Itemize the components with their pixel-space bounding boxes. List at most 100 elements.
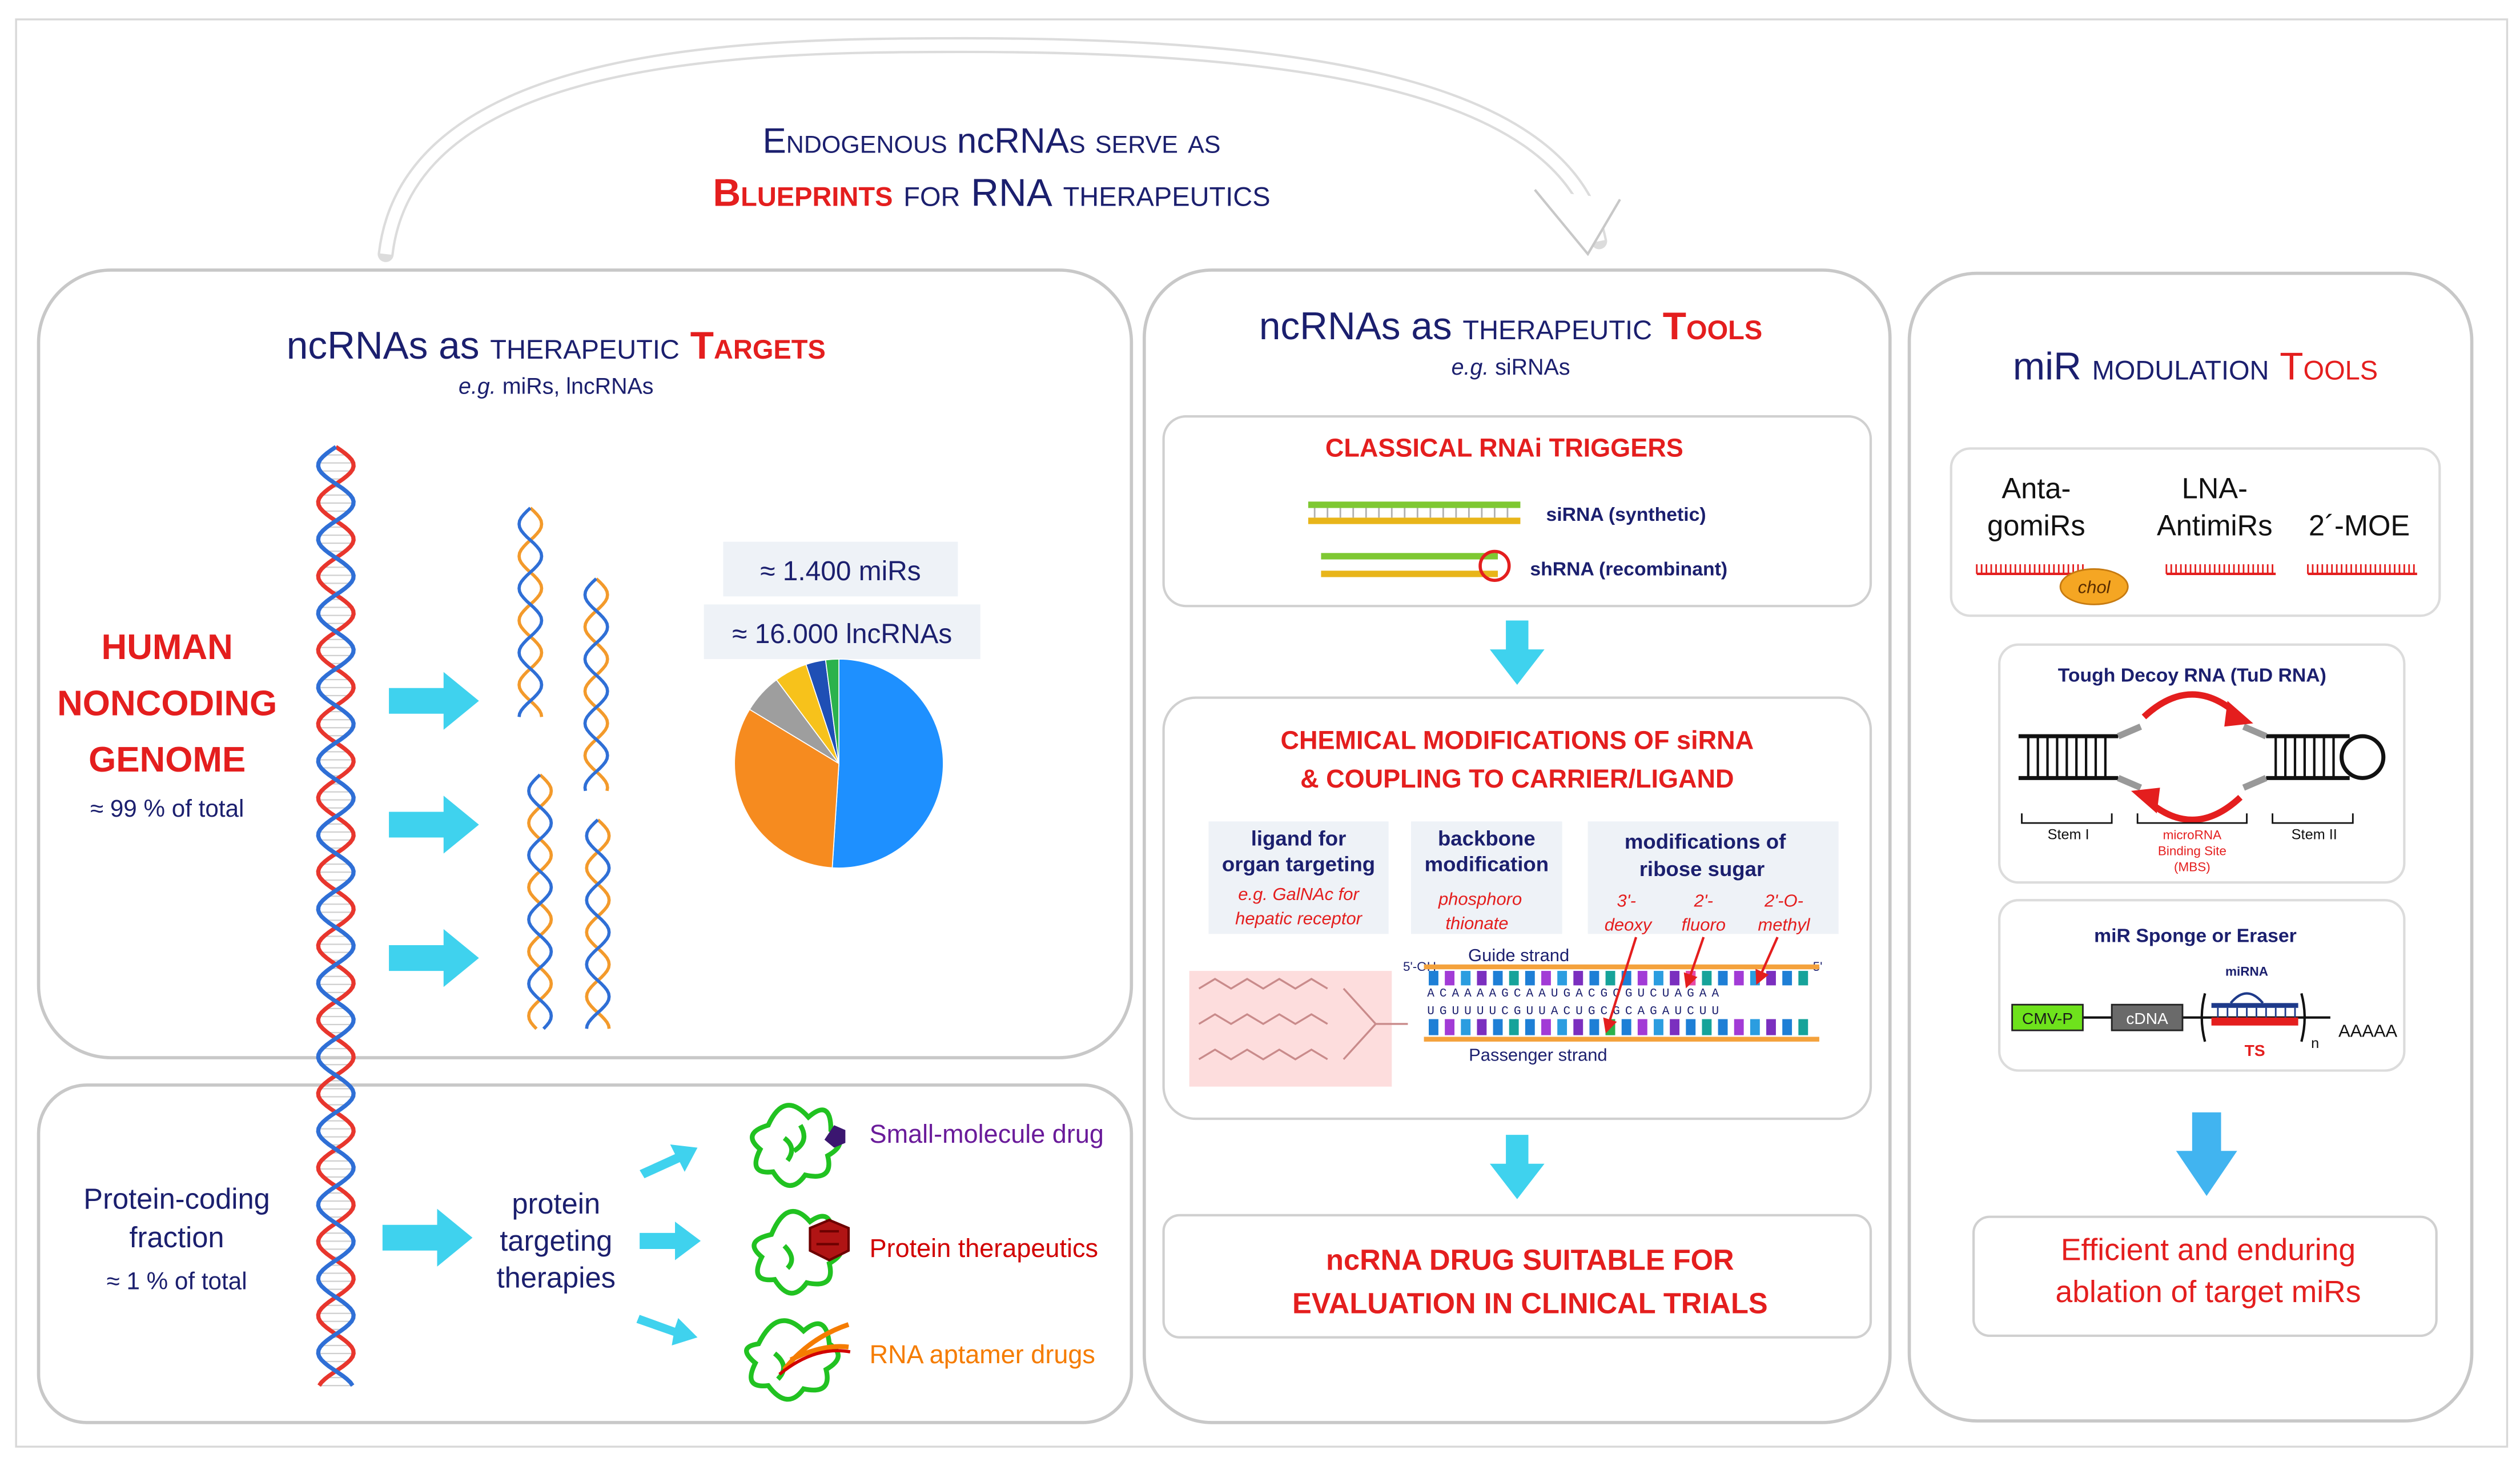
- shrna-label: shRNA (recombinant): [1530, 559, 1727, 580]
- guide-nucleotide-bar: [1718, 971, 1728, 986]
- header-line1-prefix: Endogenous: [763, 122, 957, 161]
- header-blueprints: Blueprints: [713, 171, 893, 214]
- helix-strand-red: [517, 507, 544, 717]
- passenger-strand-label: Passenger strand: [1469, 1045, 1607, 1065]
- svg-text:≈ 16.000 lncRNAs: ≈ 16.000 lncRNAs: [732, 619, 952, 649]
- passenger-nucleotide-bar: [1798, 1019, 1808, 1035]
- pie-slice-5: [825, 658, 839, 764]
- down-arrow-icon: [2176, 1112, 2237, 1196]
- passenger-nucleotide-bar: [1541, 1019, 1551, 1035]
- chem-title-line2: & COUPLING TO CARRIER/LIGAND: [1300, 764, 1734, 793]
- svg-text:fraction: fraction: [130, 1221, 224, 1254]
- passenger-nucleotide-bar: [1525, 1019, 1535, 1035]
- backbone-box: backbone modification phosphoro thionate: [1411, 821, 1562, 934]
- guide-nucleotide-bar: [1637, 971, 1647, 986]
- guide-nucleotide-bar: [1461, 971, 1471, 986]
- guide-nucleotide-bar: [1766, 971, 1776, 986]
- flow-arrow-icon: [382, 1208, 473, 1267]
- stat-mirs: ≈ 1.400 miRs: [723, 541, 958, 597]
- targets-subtitle: e.g. miRs, lncRNAs: [459, 374, 653, 399]
- ncrna-helix-icon: [583, 577, 609, 792]
- outer-frame: [15, 18, 2509, 1448]
- polya-label: AAAAA: [2338, 1021, 2398, 1041]
- mbs-label-line1: microRNA: [2163, 828, 2222, 842]
- svg-text:gomiRs: gomiRs: [1987, 509, 2085, 541]
- svg-text:targeting: targeting: [500, 1224, 612, 1257]
- guide-nucleotide-bar: [1573, 971, 1583, 986]
- branch-arrow-icon: [640, 1144, 698, 1179]
- ncrna-helix-icon: [585, 818, 611, 1029]
- therapies-label: protein targeting therapies: [497, 1187, 616, 1294]
- sirna-label: siRNA (synthetic): [1546, 504, 1706, 525]
- curved-arrow: [377, 37, 1621, 262]
- passenger-nucleotide-bar: [1573, 1019, 1583, 1035]
- svg-text:LNA-: LNA-: [2182, 472, 2248, 505]
- svg-text:chol: chol: [2078, 577, 2111, 597]
- small-molecule-drug-icon: [750, 1103, 846, 1188]
- sirna-duplex-bars: [1429, 971, 1808, 1035]
- sponge-construct-icon: [2011, 992, 2330, 1042]
- svg-text:fluoro: fluoro: [1682, 915, 1726, 935]
- svg-text:Protein-coding: Protein-coding: [83, 1183, 270, 1215]
- passenger-nucleotide-bar: [1493, 1019, 1503, 1035]
- svg-text:organ targeting: organ targeting: [1222, 853, 1375, 876]
- svg-text:3'-: 3'-: [1617, 890, 1635, 910]
- svg-text:backbone: backbone: [1438, 827, 1536, 850]
- guide-nucleotide-bar: [1557, 971, 1568, 986]
- mir-title: miR modulation Tools: [2013, 345, 2378, 388]
- svg-text:≈ 1 % of total: ≈ 1 % of total: [107, 1267, 247, 1294]
- drug2-label: Protein therapeutics: [870, 1234, 1098, 1263]
- svg-text:Blueprints for RNA therapeutic: Blueprints for RNA therapeutics: [713, 171, 1270, 214]
- guide-nucleotide-bar: [1541, 971, 1551, 986]
- cmv-label: CMV-P: [2022, 1010, 2073, 1027]
- svg-text:GENOME: GENOME: [89, 740, 246, 780]
- tools-title: ncRNAs as therapeutic Tools: [1259, 305, 1762, 348]
- drug-line1: ncRNA DRUG SUITABLE FOR: [1326, 1244, 1734, 1276]
- rnai-title: CLASSICAL RNAi TRIGGERS: [1325, 433, 1683, 462]
- shrna-hairpin-icon: [1321, 549, 1511, 582]
- drug3-label: RNA aptamer drugs: [870, 1340, 1095, 1369]
- passenger-nucleotide-bar: [1750, 1019, 1760, 1035]
- down-arrow-icon: [1489, 620, 1545, 685]
- passenger-nucleotide-bar: [1718, 1019, 1728, 1035]
- helix-strand-blue: [517, 507, 544, 717]
- passenger-nucleotide-bar: [1637, 1019, 1647, 1035]
- antimir-strand-icon: [1976, 564, 2417, 576]
- header-line2-mid: for: [893, 171, 971, 214]
- lna-antimir-label: LNA- AntimiRs: [2157, 472, 2273, 542]
- guide-nucleotide-bar: [1670, 971, 1680, 986]
- header-line2-end: therapeutics: [1052, 171, 1271, 214]
- guide-nucleotide-bar: [1798, 971, 1808, 986]
- mbs-label-line3: (MBS): [2174, 860, 2210, 874]
- svg-text:≈ 1.400 miRs: ≈ 1.400 miRs: [760, 556, 921, 587]
- ncrna-pie-chart: [734, 658, 944, 869]
- protein-therapeutic-icon: [751, 1209, 850, 1296]
- guide-backbone: [1424, 964, 1819, 970]
- helix-strand-blue: [527, 773, 553, 1030]
- header-line1-nc: ncRNA: [957, 122, 1070, 161]
- antagomir-label: Anta- gomiRs: [1987, 472, 2085, 542]
- chem-title-line1: CHEMICAL MODIFICATIONS OF siRNA: [1280, 726, 1754, 755]
- protein-label: Protein-coding fraction ≈ 1 % of total: [83, 1183, 270, 1295]
- svg-text:modifications of: modifications of: [1625, 830, 1786, 853]
- svg-text:phosphoro: phosphoro: [1438, 889, 1522, 909]
- passenger-nucleotide-bar: [1686, 1019, 1696, 1035]
- helix-strand-blue: [316, 445, 356, 1387]
- helix-strand-red: [583, 577, 609, 792]
- helix-strand-red: [527, 773, 553, 1030]
- cdna-label: cDNA: [2126, 1010, 2168, 1027]
- svg-text:Endogenous ncRNAs serve as: Endogenous ncRNAs serve as: [763, 122, 1221, 161]
- guide-nucleotide-bar: [1445, 971, 1455, 986]
- helix-strand-red: [316, 445, 356, 1387]
- guide-nucleotide-bar: [1589, 971, 1599, 986]
- guide-nucleotide-bar: [1429, 971, 1438, 986]
- header-line1-s: s: [1069, 122, 1086, 161]
- guide-sequence: ACAAAAGCAAUGACGCGUCUAGAA: [1427, 987, 1724, 1001]
- passenger-nucleotide-bar: [1782, 1019, 1792, 1035]
- passenger-nucleotide-bar: [1557, 1019, 1568, 1035]
- svg-text:methyl: methyl: [1758, 915, 1810, 935]
- ribose-box: modifications of ribose sugar 3'- deoxy …: [1587, 821, 1839, 935]
- svg-text:deoxy: deoxy: [1605, 915, 1653, 935]
- drug-line2: EVALUATION IN CLINICAL TRIALS: [1292, 1287, 1768, 1320]
